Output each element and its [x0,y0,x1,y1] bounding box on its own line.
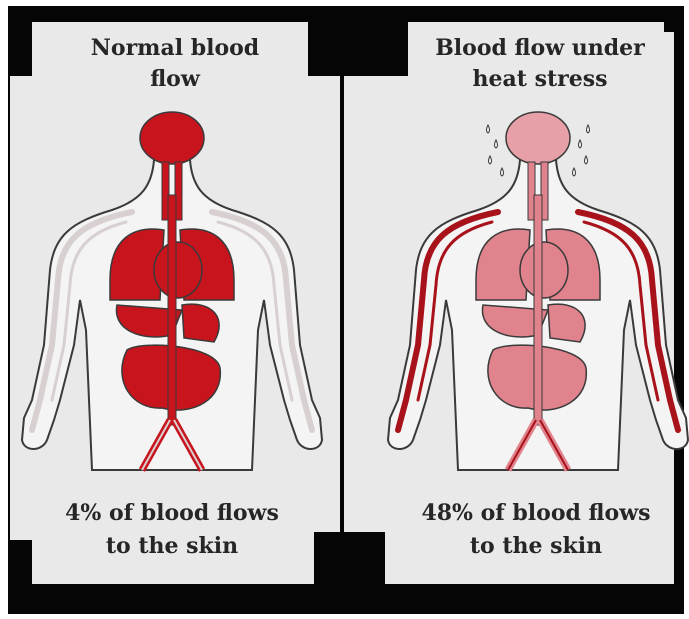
panel-heat-stress-caption-line1: 48% of blood flows [421,500,650,526]
sweat-drop [587,125,590,133]
panel-heat-stress-title-line2: heat stress [473,66,608,92]
sweat-drop [579,140,582,148]
panel-normal-title-line1: Normal blood [91,35,259,61]
panel-normal-caption-line2: to the skin [106,533,238,559]
panel-normal-title-line2: flow [150,66,201,92]
brain [140,112,204,164]
sweat-drop [495,140,498,148]
sweat-drop [487,125,490,133]
heart [520,242,568,298]
heart [154,242,202,298]
panel-heat-stress-title-line1: Blood flow under [435,35,645,61]
panel-heat-stress: Blood flow under heat stress 48% of bloo… [344,22,688,584]
sweat-drop [573,168,576,176]
sweat-drop [501,168,504,176]
aorta [534,195,542,425]
sweat-drop [489,156,492,164]
aorta [168,195,176,425]
sweat-drop [585,156,588,164]
panel-normal-caption-line1: 4% of blood flows [65,500,279,526]
panel-normal: Normal blood flow 4% of blood flows to t… [10,22,340,584]
brain [506,112,570,164]
panel-heat-stress-caption-line2: to the skin [470,533,602,559]
